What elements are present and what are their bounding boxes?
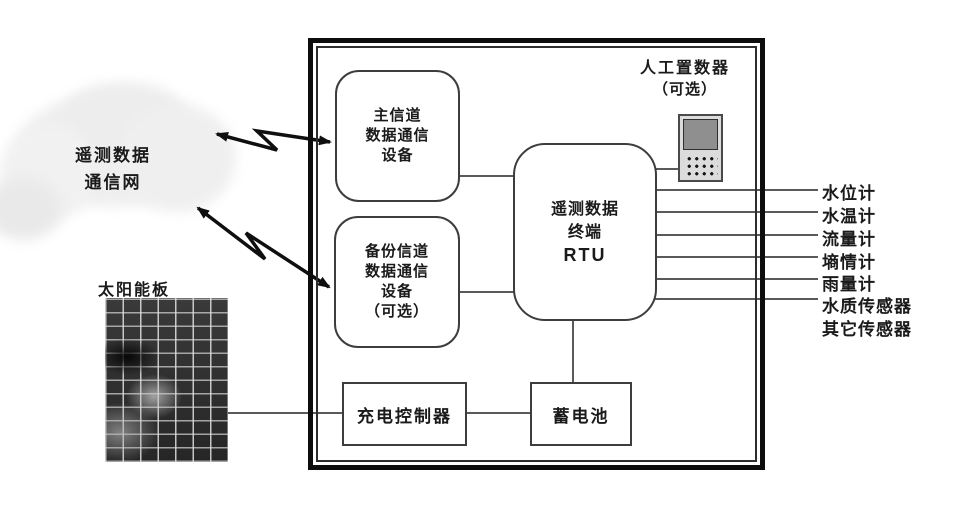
cloud-puff — [0, 178, 61, 240]
sensor-label-water-temp: 水温计 — [822, 207, 876, 226]
sensor-label-water-level: 水位计 — [822, 184, 876, 203]
device-keypad-icon — [684, 154, 718, 177]
manual-device-label-line1: 人工置数器 — [639, 60, 730, 77]
sensor-label-flow: 流量计 — [822, 230, 876, 249]
battery-label: 蓄电池 — [552, 406, 610, 426]
lightning-link-backup-icon — [196, 206, 331, 289]
rtu-line1: 遥测数据 — [550, 200, 619, 218]
wires — [218, 168, 818, 414]
device-screen — [683, 119, 718, 150]
rtu-line3: RTU — [563, 244, 607, 265]
rtu-box: 遥测数据 终端 RTU — [513, 143, 657, 321]
rtu-line2: 终端 — [567, 223, 602, 241]
manual-device-label-line2: （可选） — [652, 81, 717, 98]
sensor-label-rainfall: 雨量计 — [822, 275, 876, 294]
backup-channel-line1: 备份信道 — [364, 243, 429, 260]
network-cloud-label: 遥测数据 通信网 — [38, 142, 188, 196]
cloud-puff — [118, 104, 236, 212]
solar-panel-image — [105, 298, 228, 462]
manual-input-device-icon — [678, 114, 723, 182]
main-channel-line3: 设备 — [381, 147, 414, 164]
main-channel-line2: 数据通信 — [365, 127, 430, 144]
backup-channel-line3: 设备 — [380, 283, 413, 300]
lightning-link-main-icon — [215, 128, 332, 152]
charge-controller-label: 充电控制器 — [357, 406, 452, 426]
sensor-label-other: 其它传感器 — [822, 320, 912, 339]
solar-panel-label: 太阳能板 — [98, 282, 171, 299]
sensor-label-soil-moisture: 墒情计 — [822, 253, 876, 272]
sensor-label-water-quality: 水质传感器 — [822, 297, 912, 316]
battery-box: 蓄电池 — [530, 382, 632, 446]
backup-channel-line4: （可选） — [364, 303, 429, 320]
radio-links — [196, 128, 332, 289]
backup-channel-line2: 数据通信 — [364, 263, 429, 280]
cloud-label-line1: 遥测数据 — [75, 146, 151, 165]
main-channel-box: 主信道 数据通信 设备 — [335, 70, 460, 202]
charge-controller-box: 充电控制器 — [342, 382, 467, 446]
main-channel-line1: 主信道 — [373, 107, 422, 124]
manual-device-label: 人工置数器 （可选） — [614, 54, 756, 99]
backup-channel-box: 备份信道 数据通信 设备 （可选） — [334, 216, 460, 348]
cloud-label-line2: 通信网 — [84, 173, 142, 192]
